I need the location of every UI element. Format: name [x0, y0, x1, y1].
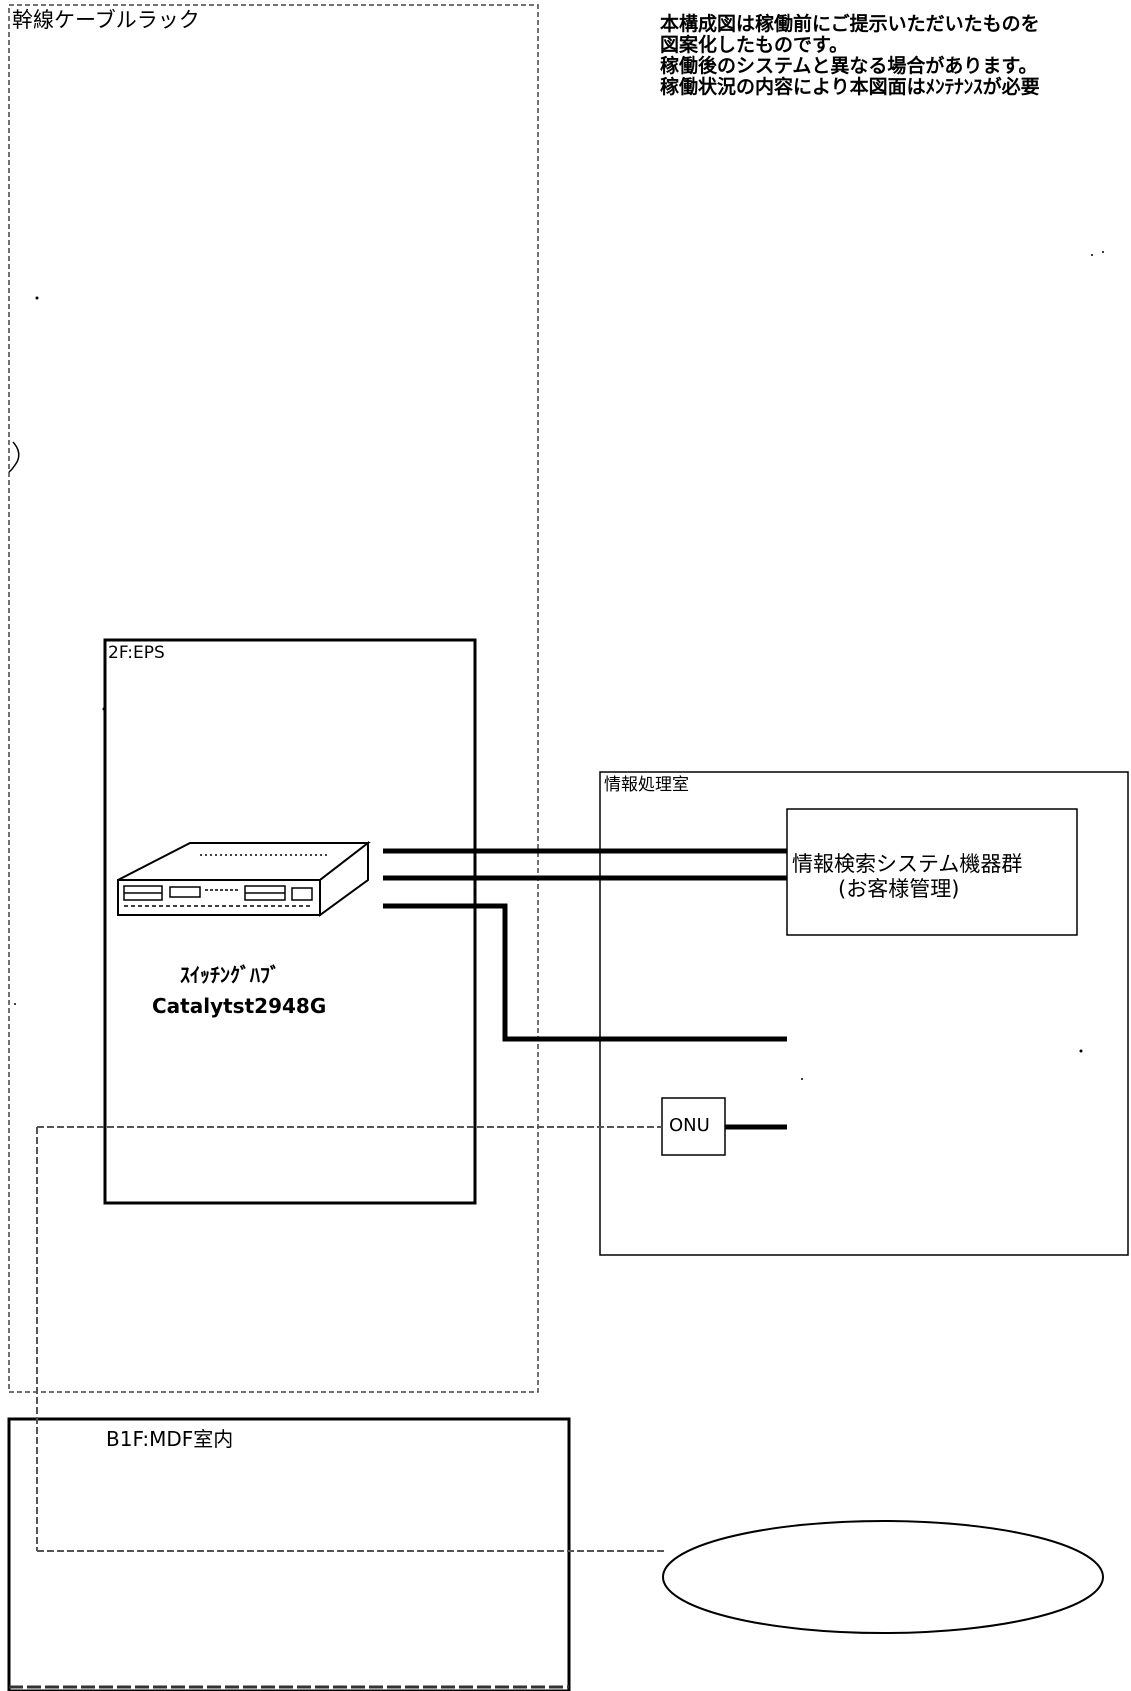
eps-2f-frame: [105, 640, 475, 1203]
switch-device-graphic: [118, 843, 368, 915]
ethernet-cables: [383, 851, 787, 1127]
scan-noise: [14, 251, 1104, 1080]
onu-label: ONU: [669, 1115, 710, 1137]
switch-name-label: ｽｲｯﾁﾝｸﾞﾊﾌﾞ: [180, 963, 280, 987]
mdf-b1f-frame: [9, 1419, 569, 1691]
eps-2f-label: 2F:EPS: [108, 643, 165, 663]
trunk-rack-frame: [9, 5, 538, 1392]
info-room-label: 情報処理室: [604, 775, 689, 795]
server-group-note: (お客様管理): [838, 877, 959, 902]
trunk-rack-label: 幹線ケーブルラック: [12, 8, 200, 33]
note-line-1: 本構成図は稼働前にご提示いただいたものを: [660, 14, 1040, 35]
scan-brace-mark: [9, 442, 19, 472]
info-room-frame: [600, 772, 1128, 1255]
diagram-notes: 本構成図は稼働前にご提示いただいたものを 図案化したものです。 稼働後のシステム…: [660, 14, 1040, 98]
external-network-ellipse: [663, 1521, 1103, 1633]
note-line-3: 稼働後のシステムと異なる場合があります。: [660, 56, 1040, 77]
note-line-2: 図案化したものです。: [660, 35, 1040, 56]
server-group-label: 情報検索システム機器群: [792, 852, 1022, 877]
switch-model-label: Catalytst2948G: [152, 994, 326, 1018]
note-line-4: 稼働状況の内容により本図面はﾒﾝﾃﾅﾝｽが必要: [660, 77, 1040, 98]
mdf-b1f-label: B1F:MDF室内: [106, 1427, 233, 1451]
